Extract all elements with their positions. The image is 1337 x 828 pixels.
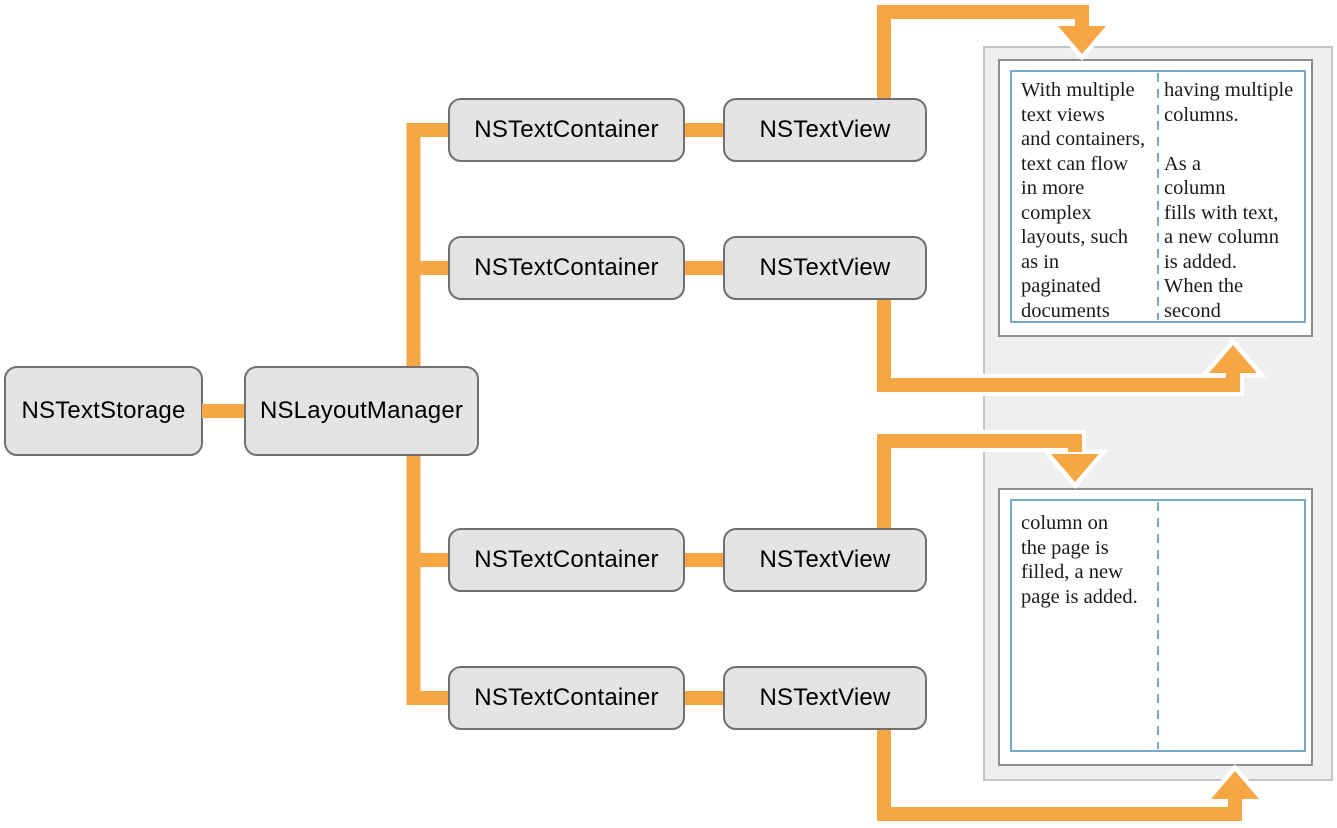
node-nstextview-3-label: NSTextView	[759, 546, 891, 573]
page-1-right-column-text: having multiple columns. As a column fil…	[1164, 79, 1294, 322]
node-nstextview-4: NSTextView	[723, 666, 927, 730]
node-nstextstorage: NSTextStorage	[4, 366, 203, 456]
document-page-2: column on the page is filled, a new page…	[998, 488, 1313, 766]
page-2-column-divider	[1157, 502, 1159, 749]
document-panel: With multiple text views and containers,…	[983, 46, 1333, 781]
node-nstextcontainer-4-label: NSTextContainer	[474, 684, 659, 711]
node-nstextstorage-label: NSTextStorage	[21, 397, 186, 424]
node-nstextview-2-label: NSTextView	[759, 254, 891, 281]
node-nstextcontainer-4: NSTextContainer	[448, 666, 685, 730]
node-nstextcontainer-2: NSTextContainer	[448, 236, 685, 300]
node-nstextcontainer-3-label: NSTextContainer	[474, 546, 659, 573]
connector-layoutmanager-to-container-4	[406, 456, 448, 705]
page-1-left-column-text: With multiple text views and containers,…	[1021, 79, 1146, 322]
node-nstextcontainer-1: NSTextContainer	[448, 98, 685, 162]
node-nstextview-4-label: NSTextView	[759, 684, 891, 711]
page-1-column-divider	[1157, 73, 1159, 320]
node-nstextcontainer-1-label: NSTextContainer	[474, 116, 659, 143]
node-nstextview-2: NSTextView	[723, 236, 927, 300]
page-2-left-column-text: column on the page is filled, a new page…	[1021, 512, 1138, 608]
node-nslayoutmanager-label: NSLayoutManager	[259, 397, 464, 424]
connector-layoutmanager-to-container-1	[406, 123, 448, 366]
node-nstextview-1-label: NSTextView	[759, 116, 891, 143]
node-nstextview-1: NSTextView	[723, 98, 927, 162]
node-nstextcontainer-2-label: NSTextContainer	[474, 254, 659, 281]
node-nstextcontainer-3: NSTextContainer	[448, 528, 685, 592]
node-nslayoutmanager: NSLayoutManager	[244, 366, 479, 456]
node-nstextview-3: NSTextView	[723, 528, 927, 592]
page-1-text-area: With multiple text views and containers,…	[1010, 70, 1306, 323]
page-2-text-area: column on the page is filled, a new page…	[1010, 499, 1306, 752]
document-page-1: With multiple text views and containers,…	[998, 59, 1313, 337]
